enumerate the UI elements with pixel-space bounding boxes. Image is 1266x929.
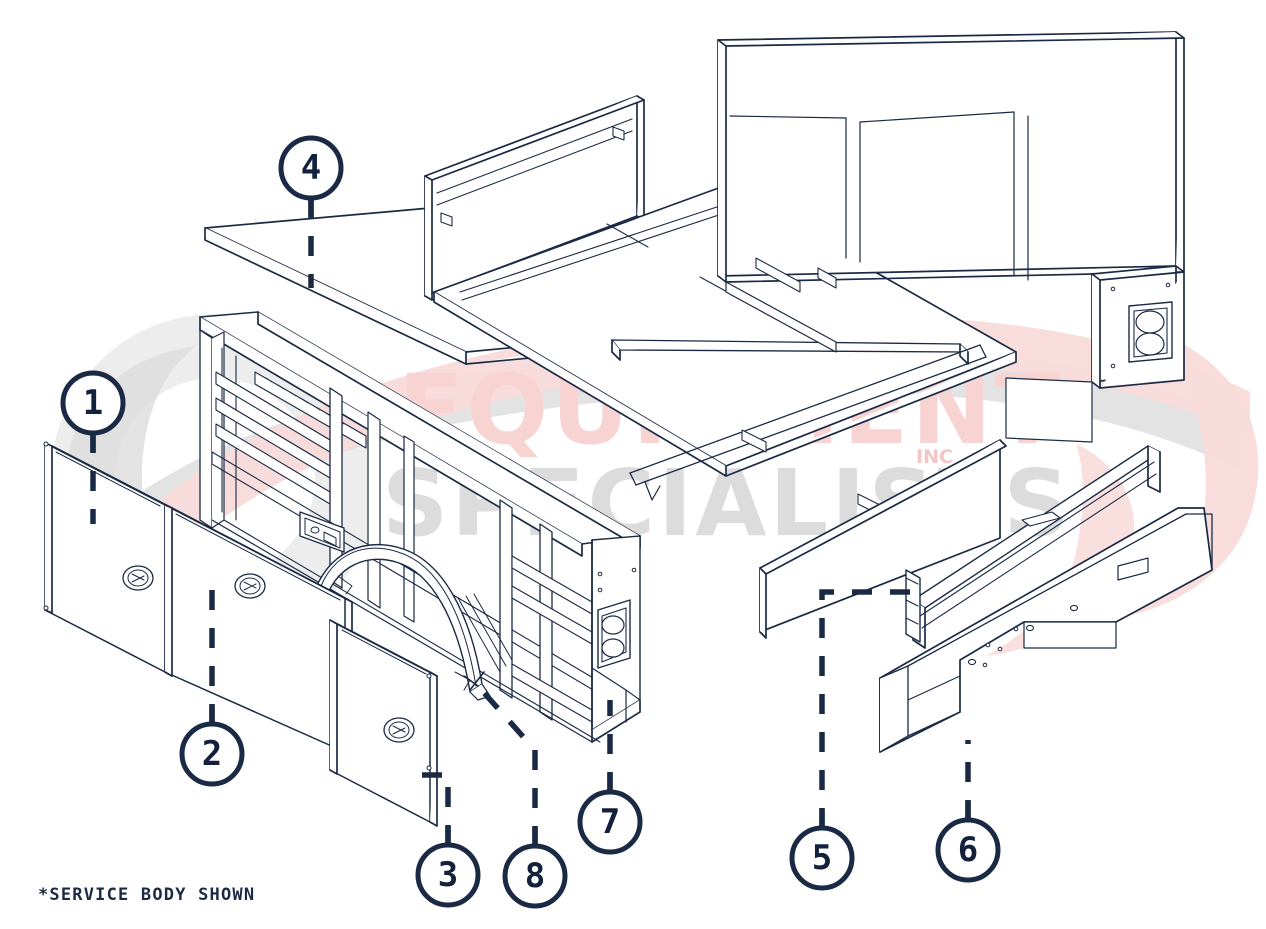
part-right-side-body-cabinet [717,31,1185,443]
leader-line-5 [819,589,920,828]
watermark-text-inc: INC [916,446,953,468]
callout-bubble-1[interactable]: 1 [60,370,126,436]
callout-number-4: 4 [301,148,321,188]
leader-line-3 [413,772,451,845]
part-wheel-arch-fender [309,543,491,701]
callout-number-7: 7 [600,802,620,842]
watermark-hook-pink [1120,330,1259,618]
callout-number-2: 2 [202,734,222,774]
callout-number-5: 5 [812,838,832,878]
callout-number-1: 1 [83,383,103,423]
callout-bubble-2[interactable]: 2 [179,721,245,787]
callout-bubble-4[interactable]: 4 [278,135,344,201]
part-rear-bumper-step [879,507,1213,753]
diagram-caption: *SERVICE BODY SHOWN [38,885,256,905]
callout-number-6: 6 [958,830,978,870]
part-main-body-frame [199,311,641,743]
callout-bubble-3[interactable]: 3 [415,842,481,908]
watermark-swoosh-pink [150,315,1250,538]
part-rear-rail [905,445,1161,649]
part-rear-wall-panel [759,439,1007,639]
callout-number-3: 3 [438,855,458,895]
callout-bubble-6[interactable]: 6 [935,817,1001,883]
part-deck-floor [433,185,1017,517]
callout-bubble-7[interactable]: 7 [577,789,643,855]
leader-line-8 [475,684,538,846]
part-bulkhead-panel [424,95,645,301]
callout-number-8: 8 [525,856,545,896]
callout-bubble-5[interactable]: 5 [789,825,855,891]
callout-bubble-8[interactable]: 8 [502,843,568,909]
part-rear-door-panel [329,619,438,827]
